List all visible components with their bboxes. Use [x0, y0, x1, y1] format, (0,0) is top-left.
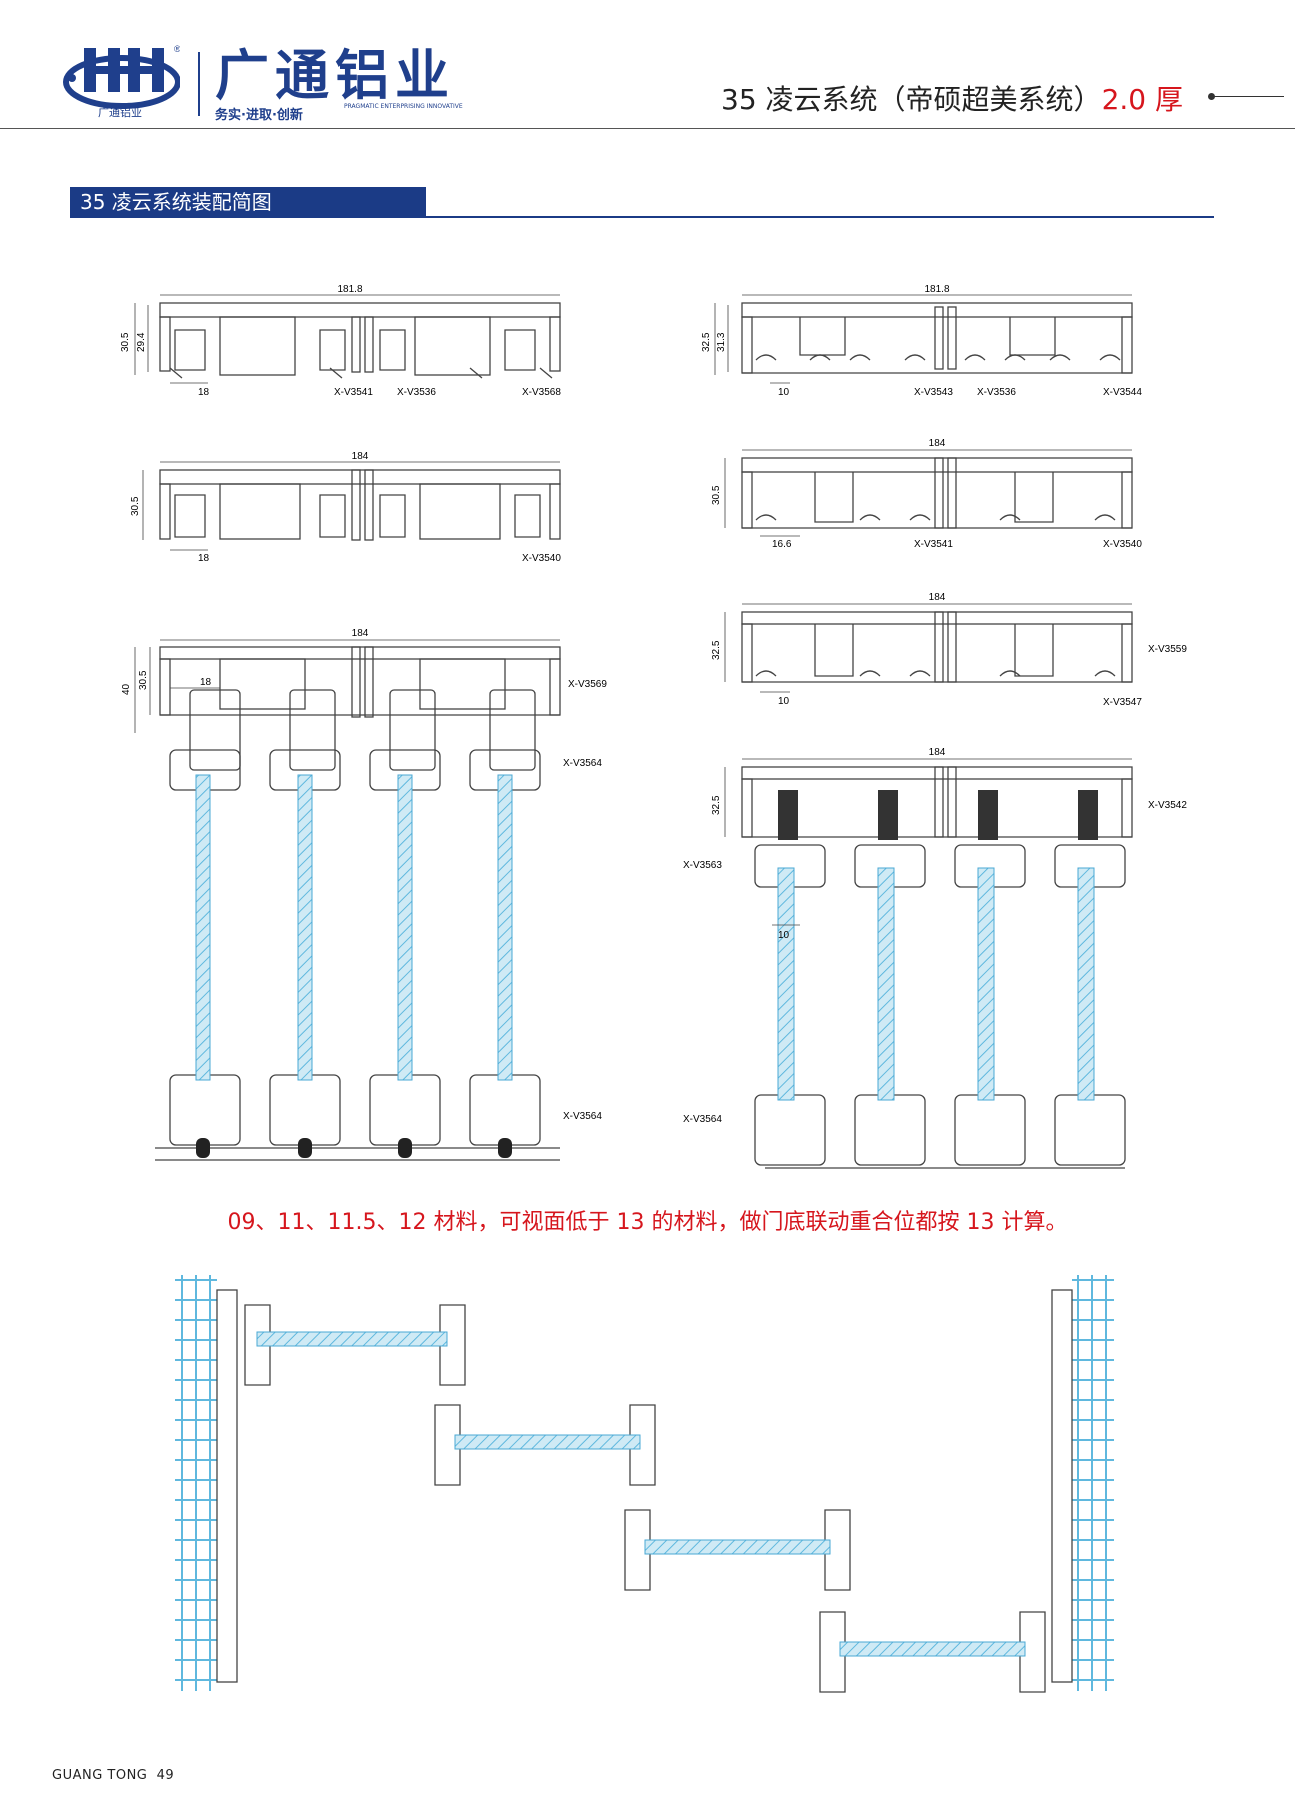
section-rule	[70, 216, 1214, 218]
dim-right-assembly-h1: 32.5	[711, 795, 722, 815]
drawing-left-top	[159, 302, 561, 379]
svg-text:®: ®	[174, 44, 180, 54]
glass-panel	[195, 774, 211, 1081]
glass-panel	[877, 867, 895, 1101]
section-title: 35 凌云系统装配简图	[80, 190, 272, 214]
dim-left-mid-offset: 18	[198, 553, 210, 564]
label-right-mid-1: X-V3541	[914, 539, 953, 550]
label-right-assembly-3: X-V3564	[683, 1114, 722, 1125]
label-left-assembly-3: X-V3564	[563, 1111, 602, 1122]
footer: GUANG TONG 49	[52, 1768, 174, 1783]
glass-panel	[644, 1539, 831, 1555]
glass-panel	[297, 774, 313, 1081]
glass-panel	[454, 1434, 641, 1450]
dims-left-mid	[142, 461, 560, 551]
left-glass-panels	[195, 774, 513, 1081]
label-right-assembly-2: X-V3563	[683, 860, 722, 871]
dims-right-top	[714, 294, 1132, 384]
dim-right-top-h2: 31.3	[716, 332, 727, 352]
glass-panel	[977, 867, 995, 1101]
dim-left-top-offset: 18	[198, 387, 210, 398]
dims-left-top	[134, 294, 560, 384]
dim-right-third-offset: 10	[778, 696, 790, 707]
left-wall	[175, 1275, 217, 1691]
dim-right-top-offset: 10	[778, 387, 790, 398]
brand-divider	[198, 52, 200, 116]
dim-right-mid-width: 184	[929, 438, 946, 449]
header-dot-icon	[1208, 93, 1215, 100]
glass-panel	[839, 1641, 1026, 1657]
dim-left-assembly-h-outer: 40	[121, 683, 132, 695]
dim-right-assembly-glass: 10	[778, 930, 790, 941]
dims-left-assembly	[134, 639, 560, 733]
dim-left-assembly-width: 184	[352, 628, 369, 639]
dim-left-assembly-h1: 30.5	[138, 670, 149, 690]
left-assembly-wheels	[196, 1138, 512, 1158]
dim-right-mid-h1: 30.5	[711, 485, 722, 505]
plan-section	[175, 1275, 1114, 1693]
title-main: 35 凌云系统（帝硕超美系统）	[721, 83, 1102, 116]
label-left-top-1: X-V3541	[334, 387, 373, 398]
glass-panel	[777, 867, 795, 1101]
dims-right-assembly	[724, 758, 1132, 926]
label-right-top-2: X-V3536	[977, 387, 1016, 398]
logo-caption: 广通铝业	[98, 106, 142, 119]
dim-left-assembly-offset: 18	[200, 677, 212, 688]
drawing-right-third	[741, 611, 1133, 683]
note-text: 09、11、11.5、12 材料，可视面低于 13 的材料，做门底联动重合位都按…	[227, 1210, 1068, 1235]
dim-right-top-width: 181.8	[924, 284, 949, 295]
dim-right-third-width: 184	[929, 592, 946, 603]
label-right-third-2: X-V3547	[1103, 697, 1142, 708]
brand-logo-icon: ®	[63, 44, 180, 109]
dim-left-top-h1: 30.5	[120, 332, 131, 352]
drawing-right-top	[741, 302, 1133, 374]
glass-panel	[497, 774, 513, 1081]
glass-panel	[256, 1331, 448, 1347]
page-number: 49	[156, 1768, 175, 1783]
brand-slogan: 务实·进取·创新	[215, 108, 303, 123]
footer-brand: GUANG TONG	[52, 1768, 148, 1783]
dim-right-assembly-width: 184	[929, 747, 946, 758]
drawing-right-mid	[741, 457, 1133, 529]
label-right-top-3: X-V3544	[1103, 387, 1142, 398]
label-right-third-1: X-V3559	[1148, 644, 1187, 655]
glass-panel	[397, 774, 413, 1081]
drawing-right-assembly	[741, 766, 1133, 1169]
dims-right-mid	[724, 449, 1132, 537]
brand-name: 广通铝业	[215, 44, 455, 107]
dim-right-top-h1: 32.5	[701, 332, 712, 352]
dims-right-third	[724, 603, 1132, 693]
right-wall	[1072, 1275, 1114, 1691]
header-line	[1214, 96, 1284, 97]
label-right-assembly-1: X-V3542	[1148, 800, 1187, 811]
page-title: 35 凌云系统（帝硕超美系统）2.0 厚	[721, 78, 1183, 118]
label-left-mid-1: X-V3540	[522, 553, 561, 564]
label-left-assembly-2: X-V3564	[563, 758, 602, 769]
label-left-top-3: X-V3568	[522, 387, 561, 398]
label-right-top-1: X-V3543	[914, 387, 953, 398]
dim-left-mid-width: 184	[352, 451, 369, 462]
dim-right-mid-offset: 16.6	[772, 539, 792, 550]
dim-left-mid-h1: 30.5	[130, 496, 141, 516]
dim-left-top-h2: 29.4	[136, 332, 147, 352]
section-bar	[70, 187, 426, 217]
label-right-mid-2: X-V3540	[1103, 539, 1142, 550]
title-thickness: 2.0 厚	[1101, 83, 1183, 116]
dim-left-top-width: 181.8	[337, 284, 362, 295]
right-assembly-springs	[778, 790, 1098, 840]
dim-right-third-h1: 32.5	[711, 640, 722, 660]
right-glass-panels	[777, 867, 1095, 1101]
glass-panel	[1077, 867, 1095, 1101]
label-left-assembly-1: X-V3569	[568, 679, 607, 690]
brand-english-tagline: PRAGMATIC ENTERPRISING INNOVATIVE	[344, 103, 463, 110]
drawing-left-mid	[159, 469, 561, 541]
label-left-top-2: X-V3536	[397, 387, 436, 398]
header-rule	[0, 128, 1295, 129]
